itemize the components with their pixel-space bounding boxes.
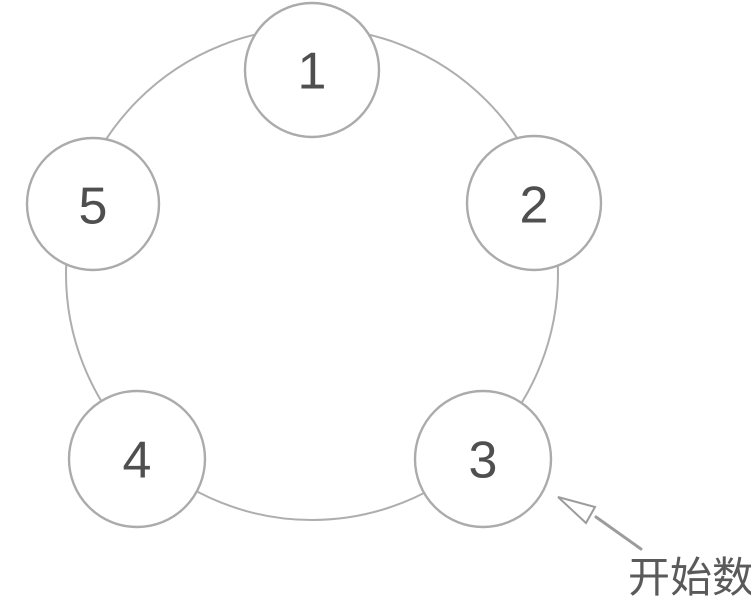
node-1: 1 (243, 1, 381, 139)
node-4-circle (67, 389, 207, 529)
node-1-circle (243, 1, 381, 139)
start-annotation: 开始数 (557, 496, 751, 601)
start-label: 开始数 (628, 554, 751, 601)
node-3: 3 (413, 389, 553, 529)
node-5-circle (25, 136, 161, 272)
arrowhead-icon (557, 496, 597, 525)
node-2: 2 (465, 134, 603, 272)
node-3-label: 3 (469, 432, 498, 490)
node-5-label: 5 (79, 178, 108, 236)
node-2-circle (465, 134, 603, 272)
node-2-label: 2 (520, 177, 549, 235)
node-3-circle (413, 389, 553, 529)
node-4-label: 4 (123, 432, 152, 490)
node-1-label: 1 (298, 43, 327, 101)
arrow-line (594, 515, 643, 551)
node-5: 5 (25, 136, 161, 272)
node-4: 4 (67, 389, 207, 529)
